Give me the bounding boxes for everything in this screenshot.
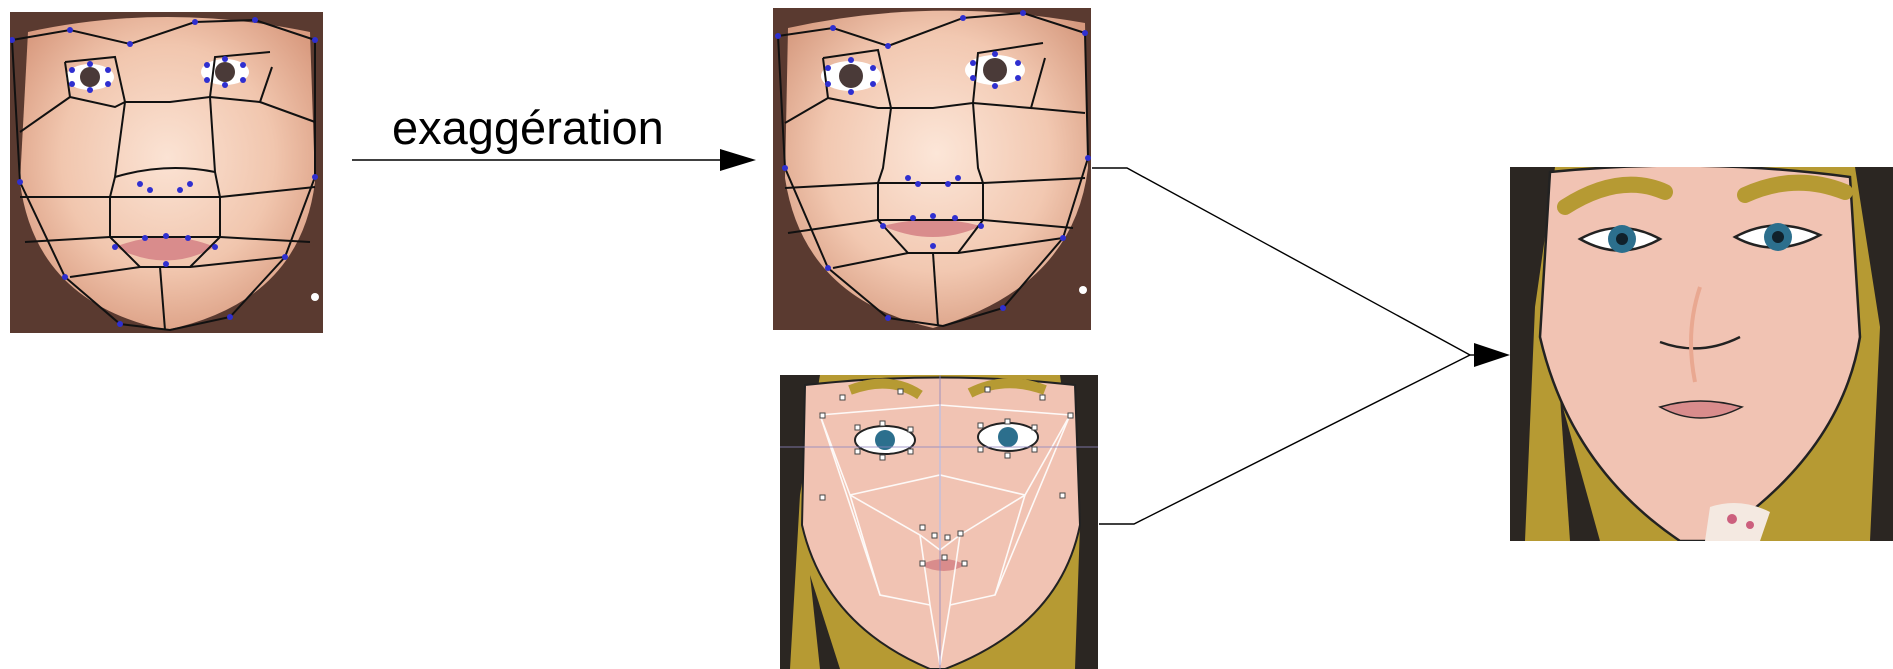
- source-caricature-mesh: [780, 375, 1098, 669]
- original-face-mesh: [10, 12, 323, 333]
- connector-from-exaggerated-photo: [1092, 168, 1470, 355]
- connector-from-source-caricature: [1099, 355, 1470, 524]
- result-caricature-drawing: [1510, 167, 1893, 541]
- result-caricature-image: [1510, 167, 1893, 541]
- original-face-photo: [10, 12, 323, 333]
- exaggeration-arrowhead: [720, 149, 756, 171]
- exaggerated-face-mesh: [773, 8, 1091, 330]
- result-arrowhead: [1474, 343, 1510, 367]
- exaggeration-label: exaggération: [392, 104, 664, 151]
- source-caricature-image: [780, 375, 1098, 669]
- exaggerated-face-photo: [773, 8, 1091, 330]
